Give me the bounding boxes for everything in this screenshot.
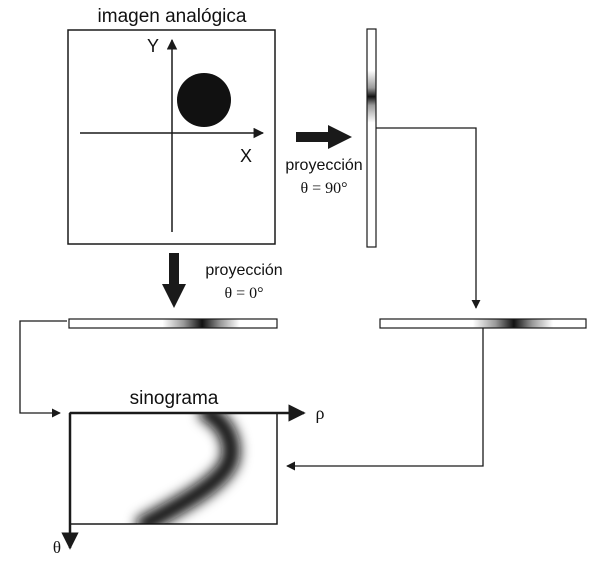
projection-0-angle: θ = 0° <box>224 285 263 302</box>
projection-0-label: proyección <box>205 262 282 279</box>
connector-rotated-to-sinogram <box>286 328 484 471</box>
theta-axis-label: θ <box>53 538 61 557</box>
connector-90-to-rotated <box>376 127 481 309</box>
analog-object-disk <box>177 73 231 127</box>
sinogram-title: sinograma <box>130 388 219 409</box>
rotated-projection-strip <box>379 318 587 329</box>
projection-90-angle: θ = 90° <box>300 180 347 197</box>
projection-90-label: proyección <box>285 157 362 174</box>
connector-0-to-sinogram <box>19 320 67 418</box>
sinogram-trace <box>136 413 241 524</box>
horizontal-projection-strip <box>68 318 278 329</box>
y-axis-label: Y <box>147 36 159 56</box>
projection-90-arrow <box>296 125 352 149</box>
vertical-projection-strip <box>366 28 377 248</box>
x-axis-label: X <box>240 146 252 166</box>
rho-axis-label: ρ <box>316 403 325 423</box>
projection-0-arrow <box>162 253 186 308</box>
analog-image-title: imagen analógica <box>98 6 247 27</box>
